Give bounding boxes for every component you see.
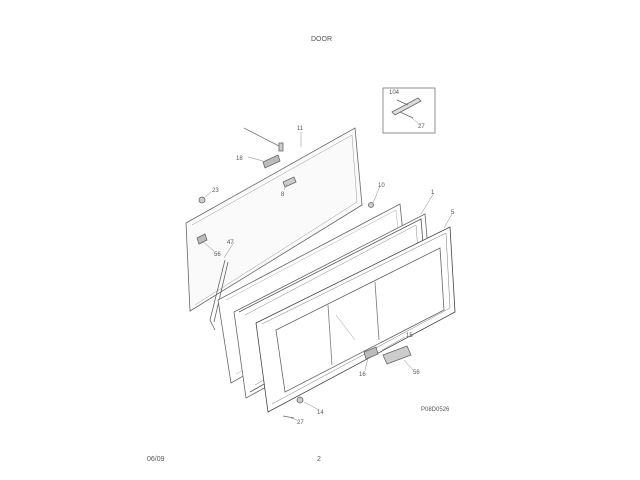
callout-104: 104 [389, 90, 400, 96]
callout-56-left: 56 [214, 252, 221, 258]
callout-10: 10 [378, 183, 385, 189]
leader-lines [201, 117, 453, 421]
callout-56-right: 56 [413, 370, 420, 376]
callout-47: 47 [227, 240, 234, 246]
figure-code: P08D0526 [421, 407, 450, 413]
callout-18: 18 [236, 156, 243, 162]
page-title: DOOR [311, 36, 332, 43]
callout-labels: 104 27 11 18 8 23 10 1 5 47 56 15 16 56 … [212, 90, 455, 426]
callout-16: 16 [359, 372, 366, 378]
callout-1: 1 [431, 190, 435, 196]
handle-parts [282, 345, 412, 419]
callout-5: 5 [451, 210, 455, 216]
outer-door-panel [185, 127, 363, 312]
callout-14: 14 [317, 410, 324, 416]
footer-date: 06/09 [147, 456, 165, 463]
inset-detail-box [382, 87, 436, 134]
hinge-parts [196, 142, 374, 245]
wire-loop [209, 259, 229, 331]
footer-page-number: 2 [317, 456, 321, 463]
door-liner [255, 226, 456, 413]
callout-23: 23 [212, 188, 219, 194]
callout-15: 15 [406, 333, 413, 339]
callout-27-bottom: 27 [297, 420, 304, 426]
callout-8: 8 [281, 192, 285, 198]
callout-27-inset: 27 [418, 124, 425, 130]
callout-11: 11 [297, 126, 304, 132]
